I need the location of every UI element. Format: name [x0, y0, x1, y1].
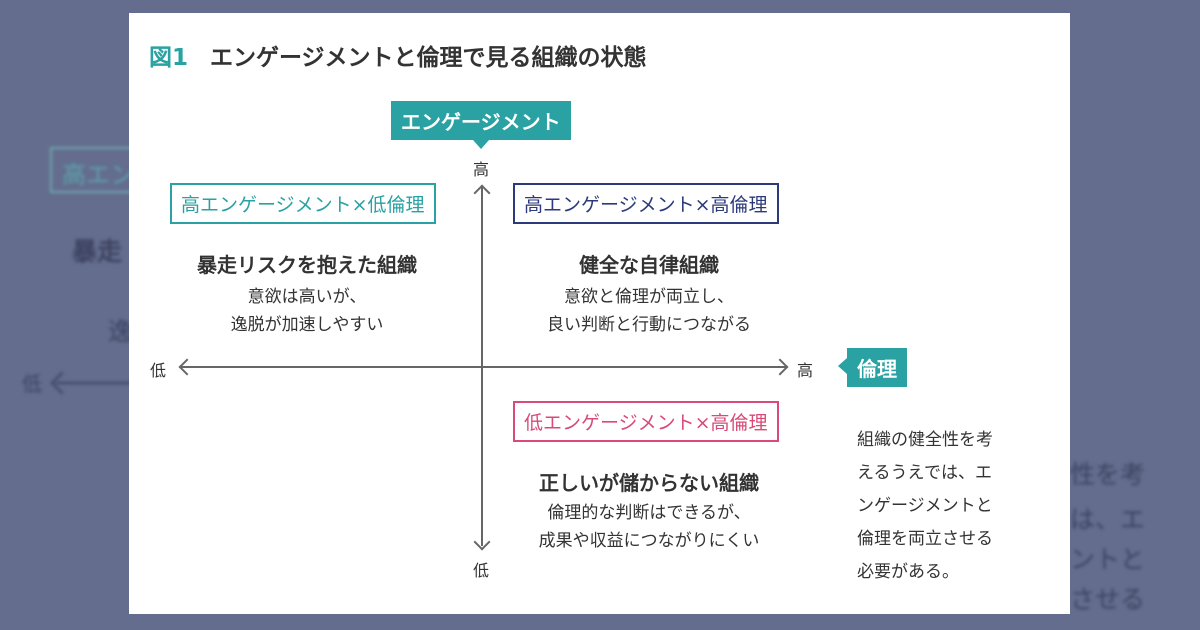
vertical-low-label: 低: [473, 561, 490, 580]
quadrant-top-left-desc-line-2: 逸脱が加速しやすい: [230, 315, 384, 335]
quadrant-top-right-heading: 健全な自律組織: [579, 253, 719, 277]
quadrant-top-right-desc: 意欲と倫理が両立し、 良い判断と行動につながる: [519, 283, 779, 339]
horizontal-axis: [181, 366, 786, 368]
note-line-4: 倫理を両立させる: [857, 529, 993, 549]
quadrant-bottom-desc: 倫理的な判断はできるが、 成果や収益につながりにくい: [514, 499, 784, 555]
background-note-line-2: は、エ: [1070, 505, 1146, 534]
arrow-left-icon: [178, 358, 196, 376]
figure-title-text: エンゲージメントと倫理で見る組織の状態: [210, 45, 647, 71]
quadrant-top-right-label: 高エンゲージメント×高倫理: [513, 183, 779, 224]
quadrant-top-left-heading: 暴走リスクを抱えた組織: [197, 253, 417, 277]
note-line-5: 必要がある。: [857, 562, 959, 582]
horizontal-low-label: 低: [150, 361, 167, 380]
background-low-label: 低: [22, 372, 42, 396]
quadrant-top-right-desc-line-1: 意欲と倫理が両立し、: [564, 287, 734, 307]
figure-number: 図1: [149, 45, 189, 71]
quadrant-bottom-label: 低エンゲージメント×高倫理: [513, 401, 779, 442]
note-line-3: ンゲージメントと: [857, 496, 993, 516]
background-arrow: [56, 382, 146, 384]
quadrant-top-left-desc-line-1: 意欲は高いが、: [247, 287, 367, 307]
quadrant-bottom-desc-line-2: 成果や収益につながりにくい: [538, 531, 760, 551]
background-note-line-3: ントと: [1070, 545, 1146, 574]
quadrant-top-right-desc-line-2: 良い判断と行動につながる: [547, 315, 751, 335]
arrow-right-icon: [771, 358, 789, 376]
note-line-2: えるうえでは、エ: [857, 463, 992, 483]
arrow-up-icon: [473, 184, 491, 202]
quadrant-bottom-desc-line-1: 倫理的な判断はできるが、: [547, 503, 751, 523]
horizontal-high-label: 高: [797, 361, 814, 380]
vertical-axis-label: エンゲージメント: [391, 101, 571, 149]
background-heading: 暴走: [72, 237, 123, 266]
background-note-line-1: 性を考: [1070, 460, 1146, 489]
horizontal-axis-label: 倫理: [838, 348, 907, 387]
quadrant-bottom-heading: 正しいが儲からない組織: [539, 471, 759, 495]
quadrant-top-left-desc: 意欲は高いが、 逸脱が加速しやすい: [187, 283, 427, 339]
background-note-line-4: させる: [1070, 585, 1146, 614]
arrow-down-icon: [473, 533, 491, 551]
figure-title: 図1 エンゲージメントと倫理で見る組織の状態: [149, 38, 647, 72]
vertical-high-label: 高: [473, 160, 490, 179]
background-desc: 逸: [108, 317, 134, 346]
figure-note: 組織の健全性を考 えるうえでは、エ ンゲージメントと 倫理を両立させる 必要があ…: [857, 424, 993, 589]
note-line-1: 組織の健全性を考: [857, 430, 993, 450]
quadrant-top-left-label: 高エンゲージメント×低倫理: [170, 183, 436, 224]
